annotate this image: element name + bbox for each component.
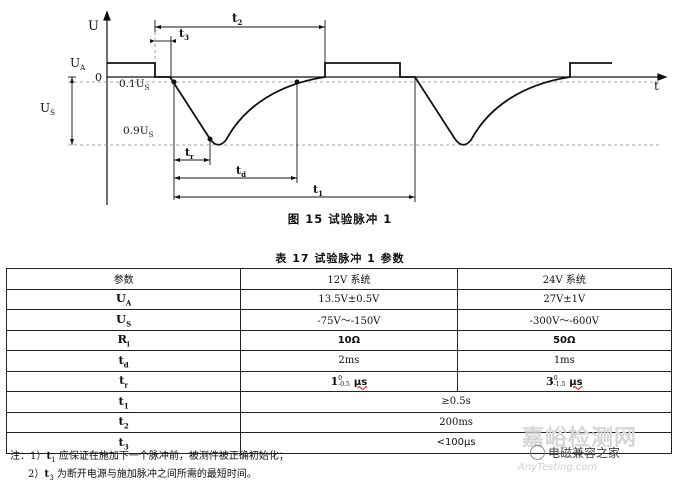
t-axis-label: t <box>654 79 659 93</box>
watermark-url: AnyTesting.com <box>518 462 598 473</box>
09us-label: 0.9US <box>123 125 154 139</box>
t1-label: t1 <box>313 183 323 198</box>
table-row: US -75V～-150V -300V～-600V <box>5 309 673 331</box>
table-row: td 2ms 1ms <box>5 350 673 372</box>
header-param: 参数 <box>5 268 242 290</box>
test-pulse-1-diagram: U t UA 0 US 0.1US 0.9US t2 t3 tr td t1 <box>40 10 668 205</box>
td-label: td <box>236 164 246 179</box>
t-axis-arrow <box>657 73 668 81</box>
us-label: US <box>40 101 55 117</box>
tr-label: tr <box>185 146 194 161</box>
table-row: t2 200ms <box>5 411 672 433</box>
figure-caption: 图 15 试验脉冲 1 <box>287 212 393 226</box>
table-header-row: 参数 12V 系统 24V 系统 <box>5 268 673 290</box>
zero-label: 0 <box>95 71 102 84</box>
01us-label: 0.1US <box>119 78 150 92</box>
table-row: UA 13.5V±0.5V 27V±1V <box>5 288 673 310</box>
u-axis-label: U <box>88 19 99 34</box>
table-row: t1 ≥0.5s <box>5 391 672 413</box>
table-title: 表 17 试验脉冲 1 参数 <box>275 252 405 265</box>
ua-label: UA <box>70 56 86 72</box>
watermark-account: 电磁兼容之家 <box>548 446 621 460</box>
pulse-waveform <box>107 62 612 146</box>
note-1: 注：1）t1 应保证在施加下一个脉冲前，被测件被正确初始化； <box>10 450 289 464</box>
note-2: 2）t3 为断开电源与施加脉冲之间所需的最短时间。 <box>28 468 257 482</box>
t2-label: t2 <box>232 11 243 27</box>
t3-label: t3 <box>179 27 189 42</box>
parameter-table: 参数 12V 系统 24V 系统 UA 13.5V±0.5V 27V±1V US… <box>5 268 673 454</box>
wechat-icon <box>530 445 545 460</box>
table-row: t3 <100μs <box>5 432 672 454</box>
header-24v: 24V 系统 <box>456 268 673 290</box>
u-axis-arrow <box>103 10 111 21</box>
header-12v: 12V 系统 <box>240 268 458 290</box>
table-row: Ri 10Ω 50Ω <box>5 329 673 351</box>
